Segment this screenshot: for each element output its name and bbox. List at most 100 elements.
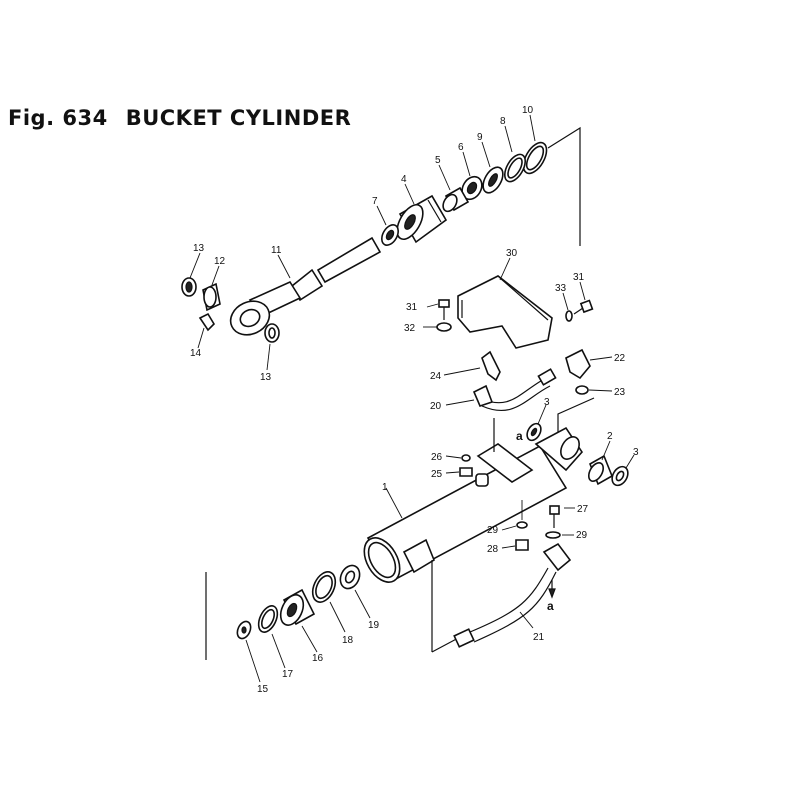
- leader-30: [499, 257, 511, 281]
- callout-2: 2: [607, 431, 613, 442]
- leader-16: [301, 625, 318, 653]
- figure-name: BUCKET CYLINDER: [125, 106, 352, 130]
- callout-9: 9: [477, 132, 483, 143]
- leader-5: [438, 164, 451, 191]
- dust-seal-3a-core: [530, 427, 538, 437]
- callout-33: 33: [555, 283, 567, 294]
- nut-25: [459, 467, 473, 477]
- leader-15: [245, 639, 261, 683]
- bolt-31b-head: [579, 299, 594, 314]
- bushing-12-face: [203, 286, 217, 308]
- leader-18: [329, 601, 346, 633]
- ring-18-inner: [315, 574, 333, 600]
- bushing-19-bore: [344, 570, 356, 584]
- callout-14: 14: [190, 348, 202, 359]
- leader-33: [562, 292, 569, 311]
- piston-16-bore: [286, 602, 298, 618]
- leader-8: [504, 125, 513, 153]
- leader-3a: [537, 404, 547, 425]
- washer-26: [461, 454, 471, 462]
- tube-bottom-eye: [560, 436, 580, 460]
- piston-rod-11-mid: [290, 268, 324, 302]
- elbow-22: [565, 348, 591, 380]
- seal-9-core: [488, 173, 498, 187]
- pipe-21: [469, 567, 549, 633]
- washer-29a: [516, 521, 528, 529]
- bushing-5-face: [442, 193, 458, 213]
- leader-31b: [579, 281, 586, 301]
- leader-12: [211, 265, 220, 286]
- callout-29-left: 29: [487, 525, 499, 536]
- callout-21: 21: [533, 632, 545, 643]
- callout-31-left: 31: [406, 302, 418, 313]
- leader-14: [197, 327, 205, 349]
- callout-32: 32: [404, 323, 416, 334]
- bolt-31b-shank: [573, 307, 584, 315]
- leader-17: [271, 633, 286, 669]
- arrow-a-head: [548, 588, 556, 599]
- nut-7-core: [385, 229, 395, 241]
- leader-13a: [189, 252, 201, 279]
- callout-7: 7: [372, 196, 378, 207]
- head-thread-2: [432, 197, 446, 219]
- callout-22: 22: [614, 353, 626, 364]
- ring-17-inner: [261, 608, 275, 630]
- dust-seal-13a-core: [185, 281, 193, 293]
- packing-6-core: [466, 181, 478, 195]
- callout-1: 1: [382, 482, 388, 493]
- washer-32: [436, 322, 452, 332]
- callout-6: 6: [458, 142, 464, 153]
- callout-28: 28: [487, 544, 499, 555]
- leader-10: [529, 114, 536, 142]
- ring-8-inner: [507, 157, 523, 179]
- callout-5: 5: [435, 155, 441, 166]
- pipe-20-fitting: [537, 368, 557, 386]
- callout-23: 23: [614, 387, 626, 398]
- washer-33: [565, 310, 573, 322]
- callout-16: 16: [312, 653, 324, 664]
- callout-10: 10: [522, 105, 534, 116]
- leader-31a: [426, 303, 439, 308]
- o-ring-23: [575, 385, 589, 395]
- leader-9: [481, 141, 491, 168]
- pipe-20-flange: [472, 384, 494, 407]
- dust-seal-3b-core: [615, 470, 625, 482]
- leader-19: [354, 589, 371, 619]
- pipe-20-edge: [481, 385, 551, 412]
- leader-28: [501, 545, 516, 549]
- leader-2: [601, 440, 611, 461]
- callout-13-lower: 13: [260, 372, 272, 383]
- leader-6: [462, 151, 471, 177]
- head-thread-1: [427, 199, 442, 223]
- piston-rod-11-end: [316, 236, 382, 284]
- leader-29a: [501, 525, 517, 531]
- reference-mark-a-lower: a: [547, 599, 554, 613]
- callout-18: 18: [342, 635, 354, 646]
- ring-10-inner: [525, 145, 545, 171]
- callout-24: 24: [430, 371, 442, 382]
- pipe-21-fitting: [453, 628, 475, 648]
- tube-boss: [475, 473, 489, 487]
- pipe-guard-30: [457, 275, 553, 349]
- grease-fitting-14: [198, 312, 216, 332]
- leader-4: [404, 183, 415, 205]
- callout-15: 15: [257, 684, 269, 695]
- callout-13-upper: 13: [193, 243, 205, 254]
- nut-28: [515, 539, 529, 551]
- nut-15-core: [241, 626, 247, 634]
- callout-31-right: 31: [573, 272, 585, 283]
- leader-23: [588, 389, 613, 392]
- guard-bracket: [476, 443, 534, 483]
- leader-7: [376, 205, 387, 226]
- callout-30: 30: [506, 248, 518, 259]
- rod-eye-bore: [239, 308, 261, 328]
- leader-11: [277, 254, 291, 279]
- cylinder-tube-1-bore: [367, 541, 397, 579]
- bolt-27-head: [549, 505, 560, 515]
- callout-4: 4: [401, 174, 407, 185]
- callout-11: 11: [271, 245, 282, 256]
- callout-19: 19: [368, 620, 380, 631]
- leader-25: [445, 471, 460, 474]
